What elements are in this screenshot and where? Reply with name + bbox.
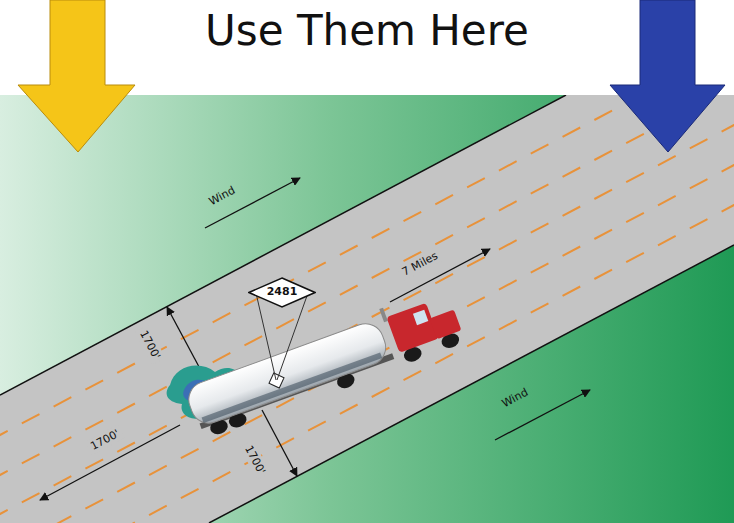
diamond-shape: [249, 278, 315, 307]
blue-arrow: [610, 0, 725, 152]
lane-line: [0, 120, 734, 520]
lane-markings: [0, 95, 734, 523]
yellow-arrow: [18, 0, 135, 152]
tank-placard: [266, 370, 287, 391]
truck-cab: [386, 303, 438, 353]
lane-line: [0, 95, 734, 480]
placard-callout: [256, 293, 276, 380]
tank: [184, 319, 391, 429]
grass-ground: [0, 95, 734, 523]
exhaust-stack: [379, 308, 388, 323]
lane-line: [0, 95, 734, 440]
hazmat-placard: 2481: [248, 277, 316, 308]
title: Use Them Here: [0, 6, 734, 56]
cab-window: [413, 310, 428, 325]
placard-number: 2481: [267, 285, 298, 298]
lane-line: [0, 200, 734, 523]
road-surface: [0, 95, 734, 523]
tank-shadow: [202, 352, 383, 423]
distance-arrow: [40, 425, 180, 500]
lane-line: [0, 160, 734, 523]
truck-hood: [430, 310, 462, 340]
tanker-truck: [181, 285, 467, 440]
